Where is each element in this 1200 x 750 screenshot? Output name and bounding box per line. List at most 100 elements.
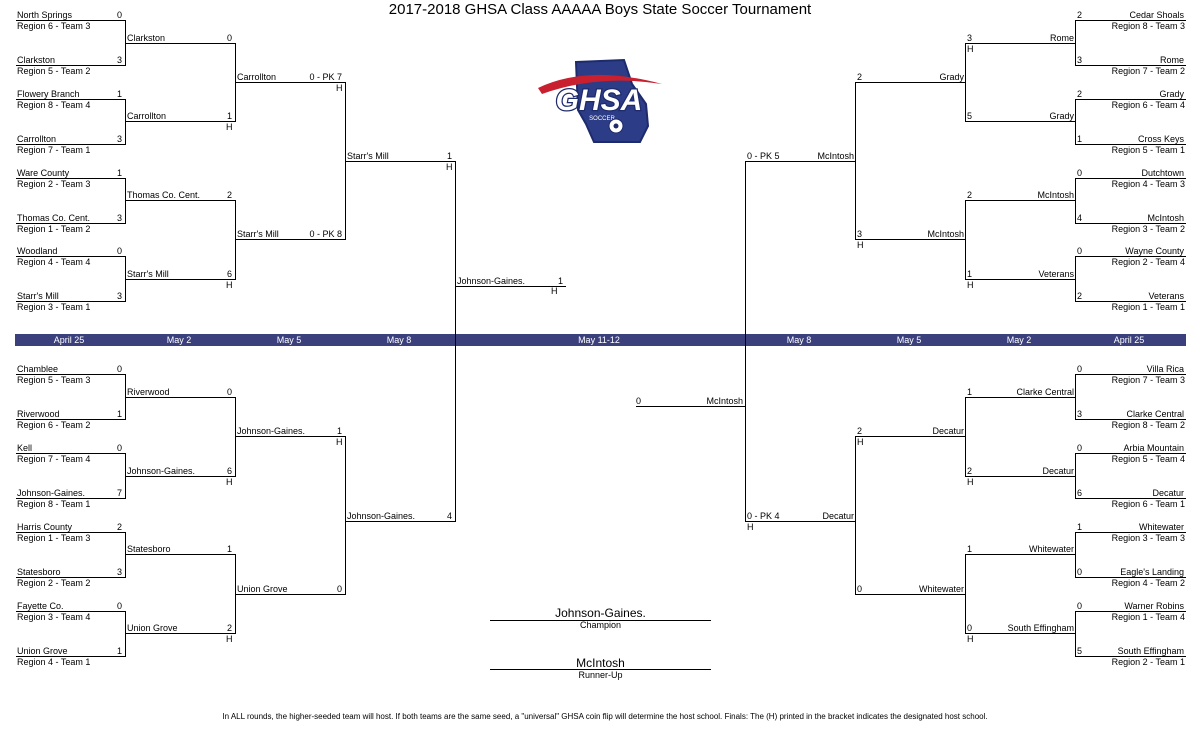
team-name: Johnson-Gaines. xyxy=(237,426,306,436)
bracket-line xyxy=(16,99,126,100)
bracket-line xyxy=(1075,178,1076,224)
bracket-line xyxy=(126,554,236,555)
team-name: McIntosh xyxy=(817,151,854,161)
team-name: Cedar Shoals xyxy=(1129,10,1184,20)
team-name: Whitewater xyxy=(1138,522,1184,532)
bracket-line xyxy=(16,20,126,21)
bracket-line xyxy=(16,374,126,375)
bracket-line xyxy=(236,239,346,240)
bracket-line xyxy=(856,239,966,240)
bracket-line xyxy=(125,453,126,499)
team-score: 3 xyxy=(116,55,122,65)
team-seed: Region 4 - Team 4 xyxy=(17,257,91,267)
team-seed: Region 3 - Team 3 xyxy=(1111,533,1185,543)
team-name: Whitewater xyxy=(918,584,964,594)
team-name: Wayne County xyxy=(1125,246,1184,256)
host-marker: H xyxy=(967,44,974,54)
bracket-line xyxy=(16,65,126,66)
host-marker: H xyxy=(857,437,864,447)
team-score: 1 xyxy=(116,168,122,178)
bracket-line xyxy=(965,200,966,280)
team-name: Clarkston xyxy=(127,33,166,43)
team-score: 2 xyxy=(1077,291,1083,301)
team-name: Statesboro xyxy=(127,544,171,554)
team-score: 0 xyxy=(1077,364,1083,374)
logo-ball-patch xyxy=(613,123,619,129)
bracket-line xyxy=(1076,178,1186,179)
team-score: 1 xyxy=(116,89,122,99)
team-seed: Region 3 - Team 2 xyxy=(1111,224,1185,234)
team-score: 2 xyxy=(857,72,863,82)
team-seed: Region 5 - Team 4 xyxy=(1111,454,1185,464)
logo-subtext: SOCCER xyxy=(589,116,615,122)
team-name: Carrollton xyxy=(17,134,57,144)
team-score: 6 xyxy=(226,466,232,476)
bracket-line xyxy=(126,397,236,398)
host-marker: H xyxy=(747,522,754,532)
team-seed: Region 3 - Team 1 xyxy=(17,302,91,312)
team-score: 0 xyxy=(636,396,642,406)
bracket-line xyxy=(1075,611,1076,657)
team-score: 1 xyxy=(558,276,564,286)
team-score: 3 xyxy=(1077,409,1083,419)
bracket-line xyxy=(1076,20,1186,21)
team-seed: Region 1 - Team 2 xyxy=(17,224,91,234)
team-score: 3 xyxy=(116,134,122,144)
date-label: May 8 xyxy=(786,335,812,345)
bracket-line xyxy=(1076,65,1186,66)
bracket-line xyxy=(16,656,126,657)
team-seed: Region 4 - Team 1 xyxy=(17,657,91,667)
team-name: Ware County xyxy=(17,168,70,178)
logo-text: GHSA xyxy=(556,84,643,117)
host-marker: H xyxy=(226,280,233,290)
host-marker: H xyxy=(226,122,233,132)
team-name: Statesboro xyxy=(17,567,61,577)
team-score: 0 xyxy=(336,584,342,594)
team-name: Grady xyxy=(1049,111,1074,121)
team-score: 0 xyxy=(116,246,122,256)
team-score: 0 - PK 5 xyxy=(747,151,780,161)
bracket-line xyxy=(125,532,126,578)
bracket-line xyxy=(966,633,1076,634)
team-score: 0 - PK 7 xyxy=(309,72,342,82)
bracket-line xyxy=(16,256,126,257)
bracket-line xyxy=(1075,532,1076,578)
bracket-line xyxy=(125,178,126,224)
team-name: Flowery Branch xyxy=(17,89,80,99)
team-name: McIntosh xyxy=(706,396,743,406)
bracket-line xyxy=(966,476,1076,477)
bracket-line xyxy=(966,43,1076,44)
logo-red-swoosh xyxy=(538,74,662,94)
team-name: Dutchtown xyxy=(1141,168,1184,178)
bracket-line xyxy=(16,498,126,499)
team-name: Grady xyxy=(1159,89,1184,99)
team-name: Thomas Co. Cent. xyxy=(127,190,201,200)
team-score: 2 xyxy=(1077,89,1083,99)
bracket-line xyxy=(1076,532,1186,533)
team-seed: Region 6 - Team 2 xyxy=(17,420,91,430)
bracket-line xyxy=(1076,419,1186,420)
team-score: 6 xyxy=(1077,488,1083,498)
team-name: McIntosh xyxy=(927,229,964,239)
team-score: 0 xyxy=(226,33,232,43)
team-score: 0 - PK 8 xyxy=(309,229,342,239)
team-name: Starr's Mill xyxy=(127,269,169,279)
bracket-line xyxy=(1076,453,1186,454)
team-name: Carrollton xyxy=(237,72,277,82)
team-name: Eagle's Landing xyxy=(1120,567,1184,577)
team-score: 3 xyxy=(116,291,122,301)
team-score: 0 xyxy=(1077,601,1083,611)
team-name: Riverwood xyxy=(127,387,170,397)
team-name: Fayette Co. xyxy=(17,601,64,611)
team-score: 5 xyxy=(967,111,973,121)
team-score: 1 xyxy=(226,544,232,554)
bracket-line xyxy=(125,611,126,657)
bracket-line xyxy=(125,99,126,145)
team-seed: Region 2 - Team 3 xyxy=(17,179,91,189)
host-marker: H xyxy=(967,477,974,487)
date-label: May 5 xyxy=(896,335,922,345)
team-score: 3 xyxy=(1077,55,1083,65)
team-name: Arbia Mountain xyxy=(1123,443,1184,453)
team-seed: Region 8 - Team 1 xyxy=(17,499,91,509)
